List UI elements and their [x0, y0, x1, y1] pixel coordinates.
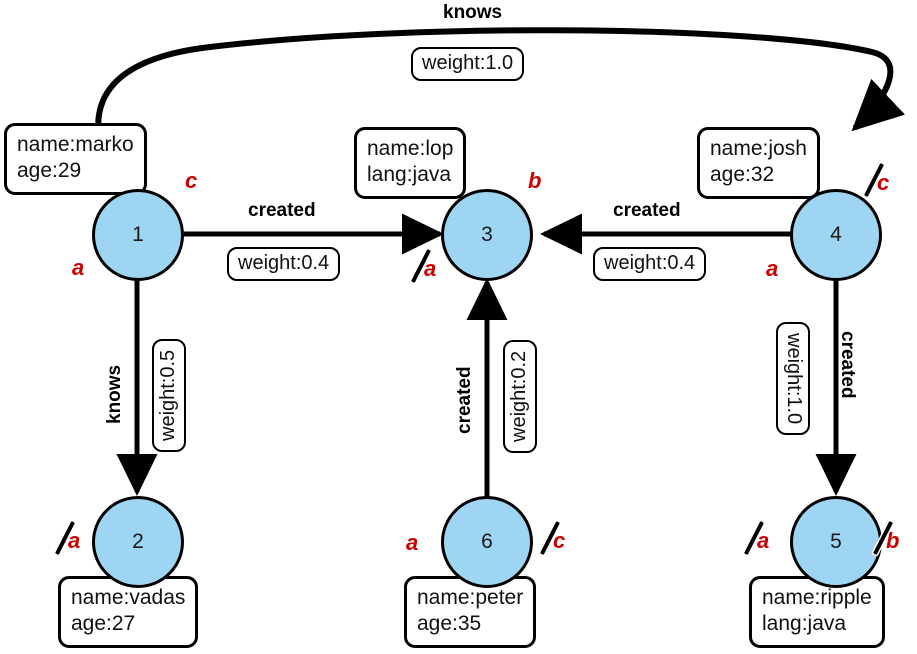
edge-weight-knows-1-2: weight:0.5	[152, 338, 186, 452]
edge-weight-created-1-3: weight:0.4	[227, 247, 341, 281]
node-label: 5	[830, 530, 842, 553]
mark-c-node-4-struck: c	[864, 163, 890, 197]
node-label: 2	[132, 530, 144, 553]
edge-weight-knows-1-4: weight:1.0	[411, 47, 525, 81]
mark-letter: c	[877, 170, 890, 195]
mark-a-node-1: a	[72, 255, 84, 281]
props-node-1: name:marko age:29	[4, 123, 147, 195]
prop-line: lang:java	[367, 163, 452, 187]
node-1[interactable]: 1	[92, 189, 184, 281]
mark-b-node-3: b	[528, 168, 541, 194]
node-label: 3	[481, 223, 493, 246]
mark-letter: b	[886, 528, 900, 553]
props-node-6: name:peter age:35	[404, 576, 537, 648]
prop-line: lang:java	[762, 612, 847, 636]
mark-letter: c	[185, 168, 198, 193]
prop-line: name:vadas	[71, 586, 186, 609]
edge-label-knows-1-4: knows	[443, 2, 503, 23]
prop-line: name:ripple	[762, 586, 872, 609]
mark-a-node-6: a	[406, 530, 418, 556]
node-2[interactable]: 2	[92, 496, 184, 588]
edge-label-created-4-5: created	[837, 331, 858, 399]
mark-b-node-5-struck: b	[873, 521, 900, 555]
props-node-5: name:ripple lang:java	[749, 576, 885, 648]
edge-weight-created-4-5: weight:1.0	[776, 322, 810, 436]
node-label: 6	[481, 530, 493, 553]
edge-label-knows-1-2: knows	[104, 364, 125, 424]
mark-a-node-2-struck: a	[55, 521, 81, 555]
edge-label-created-1-3: created	[248, 200, 316, 221]
prop-line: name:marko	[17, 133, 134, 156]
mark-letter: a	[406, 530, 419, 555]
node-label: 4	[830, 223, 842, 246]
props-node-2: name:vadas age:27	[58, 576, 199, 648]
node-label: 1	[132, 223, 144, 246]
mark-a-node-3-struck: a	[411, 249, 437, 283]
mark-letter: b	[528, 168, 542, 193]
mark-a-node-5-struck: a	[744, 521, 770, 555]
mark-c-node-1: c	[185, 168, 197, 194]
edge-1-knows-4	[95, 27, 906, 187]
node-4[interactable]: 4	[790, 189, 882, 281]
mark-letter: a	[424, 256, 437, 281]
props-node-3: name:lop lang:java	[354, 127, 467, 199]
node-5[interactable]: 5	[790, 496, 882, 588]
node-3[interactable]: 3	[441, 189, 533, 281]
prop-line: name:lop	[367, 137, 454, 160]
edge-label-created-6-3: created	[454, 366, 475, 434]
props-node-4: name:josh age:32	[697, 127, 820, 199]
mark-a-node-4: a	[766, 256, 778, 282]
mark-letter: a	[757, 528, 770, 553]
edge-weight-created-4-3: weight:0.4	[593, 247, 707, 281]
mark-letter: a	[766, 256, 779, 281]
mark-c-node-6-struck: c	[540, 521, 566, 555]
prop-line: age:32	[710, 163, 775, 187]
edge-label-created-4-3: created	[613, 200, 681, 221]
mark-letter: a	[72, 255, 85, 280]
prop-line: age:27	[71, 612, 136, 636]
prop-line: name:peter	[417, 586, 524, 609]
edge-weight-created-6-3: weight:0.2	[503, 339, 537, 453]
mark-letter: a	[68, 528, 81, 553]
node-6[interactable]: 6	[441, 496, 533, 588]
prop-line: age:35	[417, 612, 482, 636]
mark-letter: c	[553, 528, 566, 553]
prop-line: age:29	[17, 159, 82, 183]
prop-line: name:josh	[710, 137, 807, 160]
